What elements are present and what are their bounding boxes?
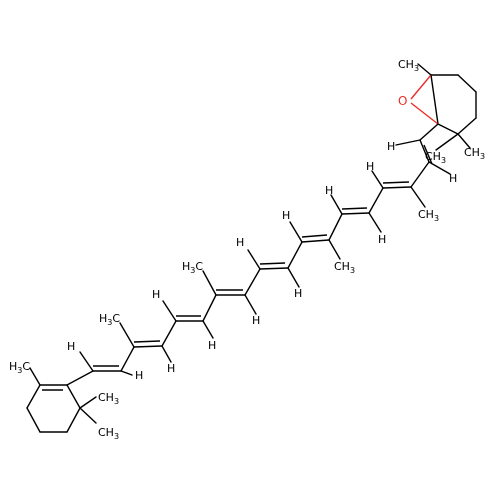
methyl-label: CH3 [398,58,419,73]
atom-labels: CH3 O CH3 CH3 H H H CH3 H H H CH3 H H H3… [9,58,485,441]
methyl-label: CH3 [98,391,119,406]
cyclohexene-ring [26,367,97,433]
epoxy-cyclohexane-ring [410,63,477,151]
hydrogen-label: H [294,287,302,300]
methyl-label: CH3 [334,260,355,275]
methyl-label-left: H3C [9,360,30,375]
hydrogen-label: H [387,140,395,153]
methyl-label-left: H3C [99,312,120,327]
hydrogen-label: H [152,288,160,301]
methyl-label: CH3 [418,208,439,223]
hydrogen-label: H [378,233,386,246]
hydrogen-label: H [167,362,175,375]
hydrogen-label: H [135,369,143,382]
methyl-label: CH3 [464,146,485,161]
hydrogen-label: H [67,340,75,353]
methyl-label: CH3 [98,426,119,441]
hydrogen-label: H [449,172,457,185]
methyl-label-left: H3C [182,260,203,275]
hydrogen-label: H [236,236,244,249]
hydrogen-label: H [252,314,260,327]
polyene-chain [66,123,451,386]
hydrogen-label: H [366,160,374,173]
hydrogen-label: H [208,339,216,352]
methyl-label: CH3 [425,150,446,165]
hydrogen-label: H [282,209,290,222]
oxygen-label: O [398,94,407,108]
hydrogen-label: H [325,184,333,197]
